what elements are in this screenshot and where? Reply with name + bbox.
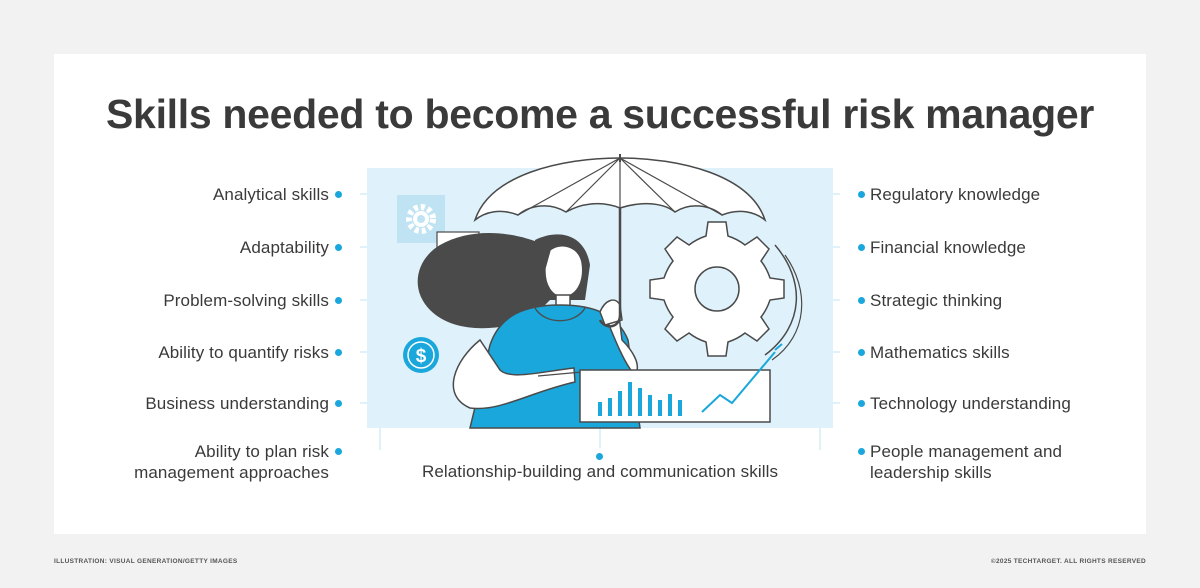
skill-relationship-building: Relationship-building and communication … [421, 462, 779, 481]
skill-line: Ability to plan risk [194, 442, 329, 461]
risk-manager-illustration: $ [360, 154, 840, 450]
skill-financial: Financial knowledge [870, 238, 1026, 257]
skill-technology: Technology understanding [870, 394, 1071, 413]
skill-strategic: Strategic thinking [870, 291, 1003, 310]
connector-lines [360, 193, 840, 450]
bullet-dot [335, 244, 342, 251]
bullet-dot [858, 400, 865, 407]
bar-chart-icon [579, 369, 771, 423]
skill-plan-risk-management: Ability to plan risk management approach… [134, 441, 329, 483]
copyright: ©2025 TECHTARGET. ALL RIGHTS RESERVED [990, 558, 1146, 565]
bullet-dot [858, 349, 865, 356]
skill-adaptability: Adaptability [239, 238, 329, 257]
bullet-dot [335, 297, 342, 304]
image-credit: ILLUSTRATION: VISUAL GENERATION/GETTY IM… [54, 558, 238, 565]
skill-people-management: People management and leadership skills [870, 441, 1062, 483]
skill-analytical: Analytical skills [212, 185, 329, 204]
gear-arc [764, 244, 797, 356]
bullet-dot [335, 349, 342, 356]
face [544, 245, 584, 298]
bullet-dot [596, 453, 603, 460]
page-title: Skills needed to become a successful ris… [106, 91, 1094, 137]
skill-business-understanding: Business understanding [145, 394, 329, 413]
bullet-dot [335, 400, 342, 407]
dollar-icon: $ [403, 337, 439, 373]
skill-line: People management and [870, 442, 1063, 461]
trend-line-icon [701, 343, 783, 413]
bullet-dot [858, 448, 865, 455]
skill-mathematics: Mathematics skills [870, 343, 1010, 362]
umbrella-icon [473, 154, 767, 328]
skill-regulatory: Regulatory knowledge [870, 185, 1041, 204]
skill-quantify-risks: Ability to quantify risks [158, 343, 329, 362]
bullet-dot [858, 191, 865, 198]
svg-text:$: $ [416, 346, 427, 367]
bullet-dot [335, 191, 342, 198]
bullet-dot [858, 244, 865, 251]
skill-line: management approaches [134, 463, 329, 482]
large-gear-icon [649, 221, 785, 357]
hair [417, 232, 550, 329]
bullet-dot [858, 297, 865, 304]
pointing-arm [452, 338, 576, 410]
bullet-dot [335, 448, 342, 455]
skill-line: leadership skills [870, 463, 992, 482]
skill-problem-solving: Problem-solving skills [163, 291, 329, 310]
